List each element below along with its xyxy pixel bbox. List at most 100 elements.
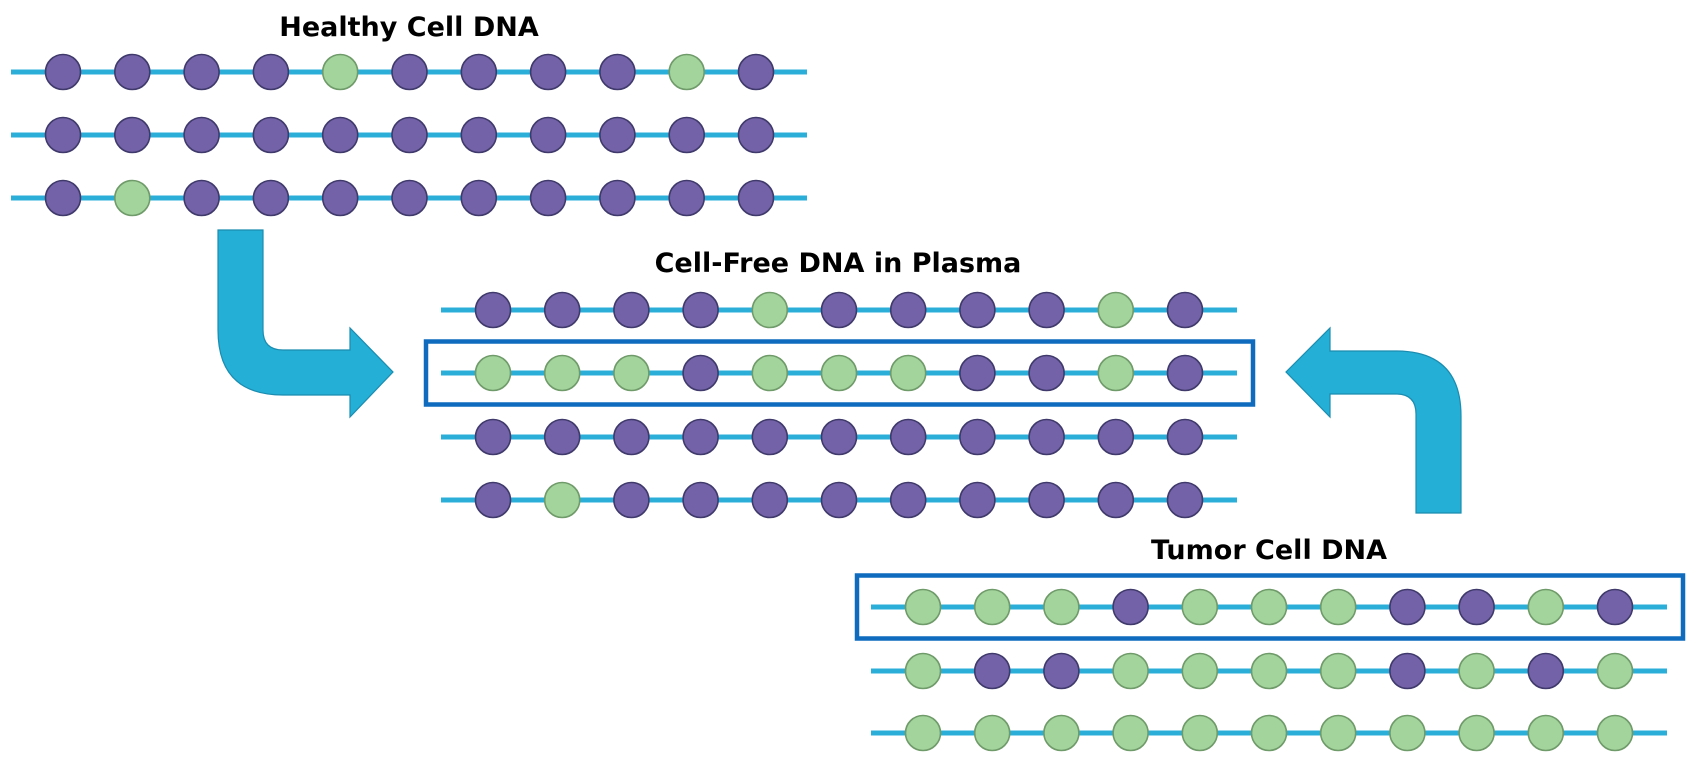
variant-base [1319,714,1357,752]
normal-base [751,418,789,456]
normal-base [474,291,512,329]
dna-strand [854,573,1686,641]
normal-base [959,481,996,519]
variant-base [1112,652,1149,690]
normal-base [1112,588,1149,626]
normal-base [1527,652,1565,690]
variant-base [1458,714,1495,752]
normal-base [751,481,789,519]
normal-base [682,354,719,392]
normal-base [44,116,82,154]
normal-base [183,53,220,91]
variant-base [751,291,789,329]
normal-base [737,53,775,91]
variant-base [114,179,151,217]
healthy-cell-dna-group [11,53,807,217]
variant-base [1458,652,1495,690]
normal-base [1097,481,1135,519]
variant-base [1181,714,1219,752]
variant-base [474,354,512,392]
tumor-cell-dna-group [854,573,1686,752]
normal-base [391,116,428,154]
variant-base [1389,714,1426,752]
variant-base [904,652,942,690]
normal-base [183,116,220,154]
curved-arrow-right-icon [217,229,394,419]
variant-base [1319,588,1357,626]
normal-base [668,116,706,154]
highlight-box [854,573,1686,641]
variant-base [1097,291,1135,329]
variant-base [668,53,706,91]
normal-base [114,116,151,154]
variant-base [889,354,927,392]
variant-base [543,481,581,519]
normal-base [321,179,359,217]
normal-base [959,291,996,329]
normal-base [252,179,290,217]
variant-base [1527,588,1565,626]
normal-base [682,481,719,519]
normal-base [543,291,581,329]
dna-strand [871,714,1667,752]
variant-base [1097,354,1135,392]
normal-base [474,418,512,456]
normal-base [1028,418,1065,456]
normal-base [599,116,636,154]
normal-base [1389,652,1426,690]
cell-free-dna-title: Cell-Free DNA in Plasma [655,248,1022,279]
normal-base [599,53,636,91]
variant-base [1181,588,1219,626]
dna-strand [423,339,1256,407]
variant-base [973,714,1011,752]
normal-base [1166,418,1204,456]
variant-base [321,53,359,91]
normal-base [543,418,581,456]
variant-base [1250,652,1288,690]
tumor-cell-dna-title: Tumor Cell DNA [1151,535,1387,566]
normal-base [391,179,428,217]
variant-base [1250,714,1288,752]
normal-base [889,291,927,329]
normal-base [252,53,290,91]
variant-base [1043,714,1080,752]
normal-base [460,53,498,91]
variant-base [1527,714,1565,752]
normal-base [1028,481,1065,519]
dna-strand [441,291,1237,329]
normal-base [1596,588,1634,626]
normal-base [529,116,567,154]
variant-base [1181,652,1219,690]
curved-arrow-left-icon [1285,326,1462,514]
normal-base [114,53,151,91]
normal-base [613,418,650,456]
normal-base [889,418,927,456]
highlight-box [423,339,1256,407]
normal-base [889,481,927,519]
variant-base [751,354,789,392]
normal-base [391,53,428,91]
normal-base [460,179,498,217]
normal-base [820,481,858,519]
dna-strand [441,418,1237,456]
normal-base [668,179,706,217]
variant-base [1250,588,1288,626]
normal-base [682,418,719,456]
normal-base [682,291,719,329]
dna-strand [11,53,807,91]
variant-base [1596,652,1634,690]
healthy-cell-dna-title: Healthy Cell DNA [279,12,539,43]
normal-base [820,291,858,329]
normal-base [529,53,567,91]
dna-strand [11,179,807,217]
dna-strand [441,481,1237,519]
normal-base [1458,588,1495,626]
normal-base [1028,354,1065,392]
variant-base [1319,652,1357,690]
normal-base [1166,354,1204,392]
variant-base [904,588,942,626]
normal-base [529,179,567,217]
variant-base [613,354,650,392]
